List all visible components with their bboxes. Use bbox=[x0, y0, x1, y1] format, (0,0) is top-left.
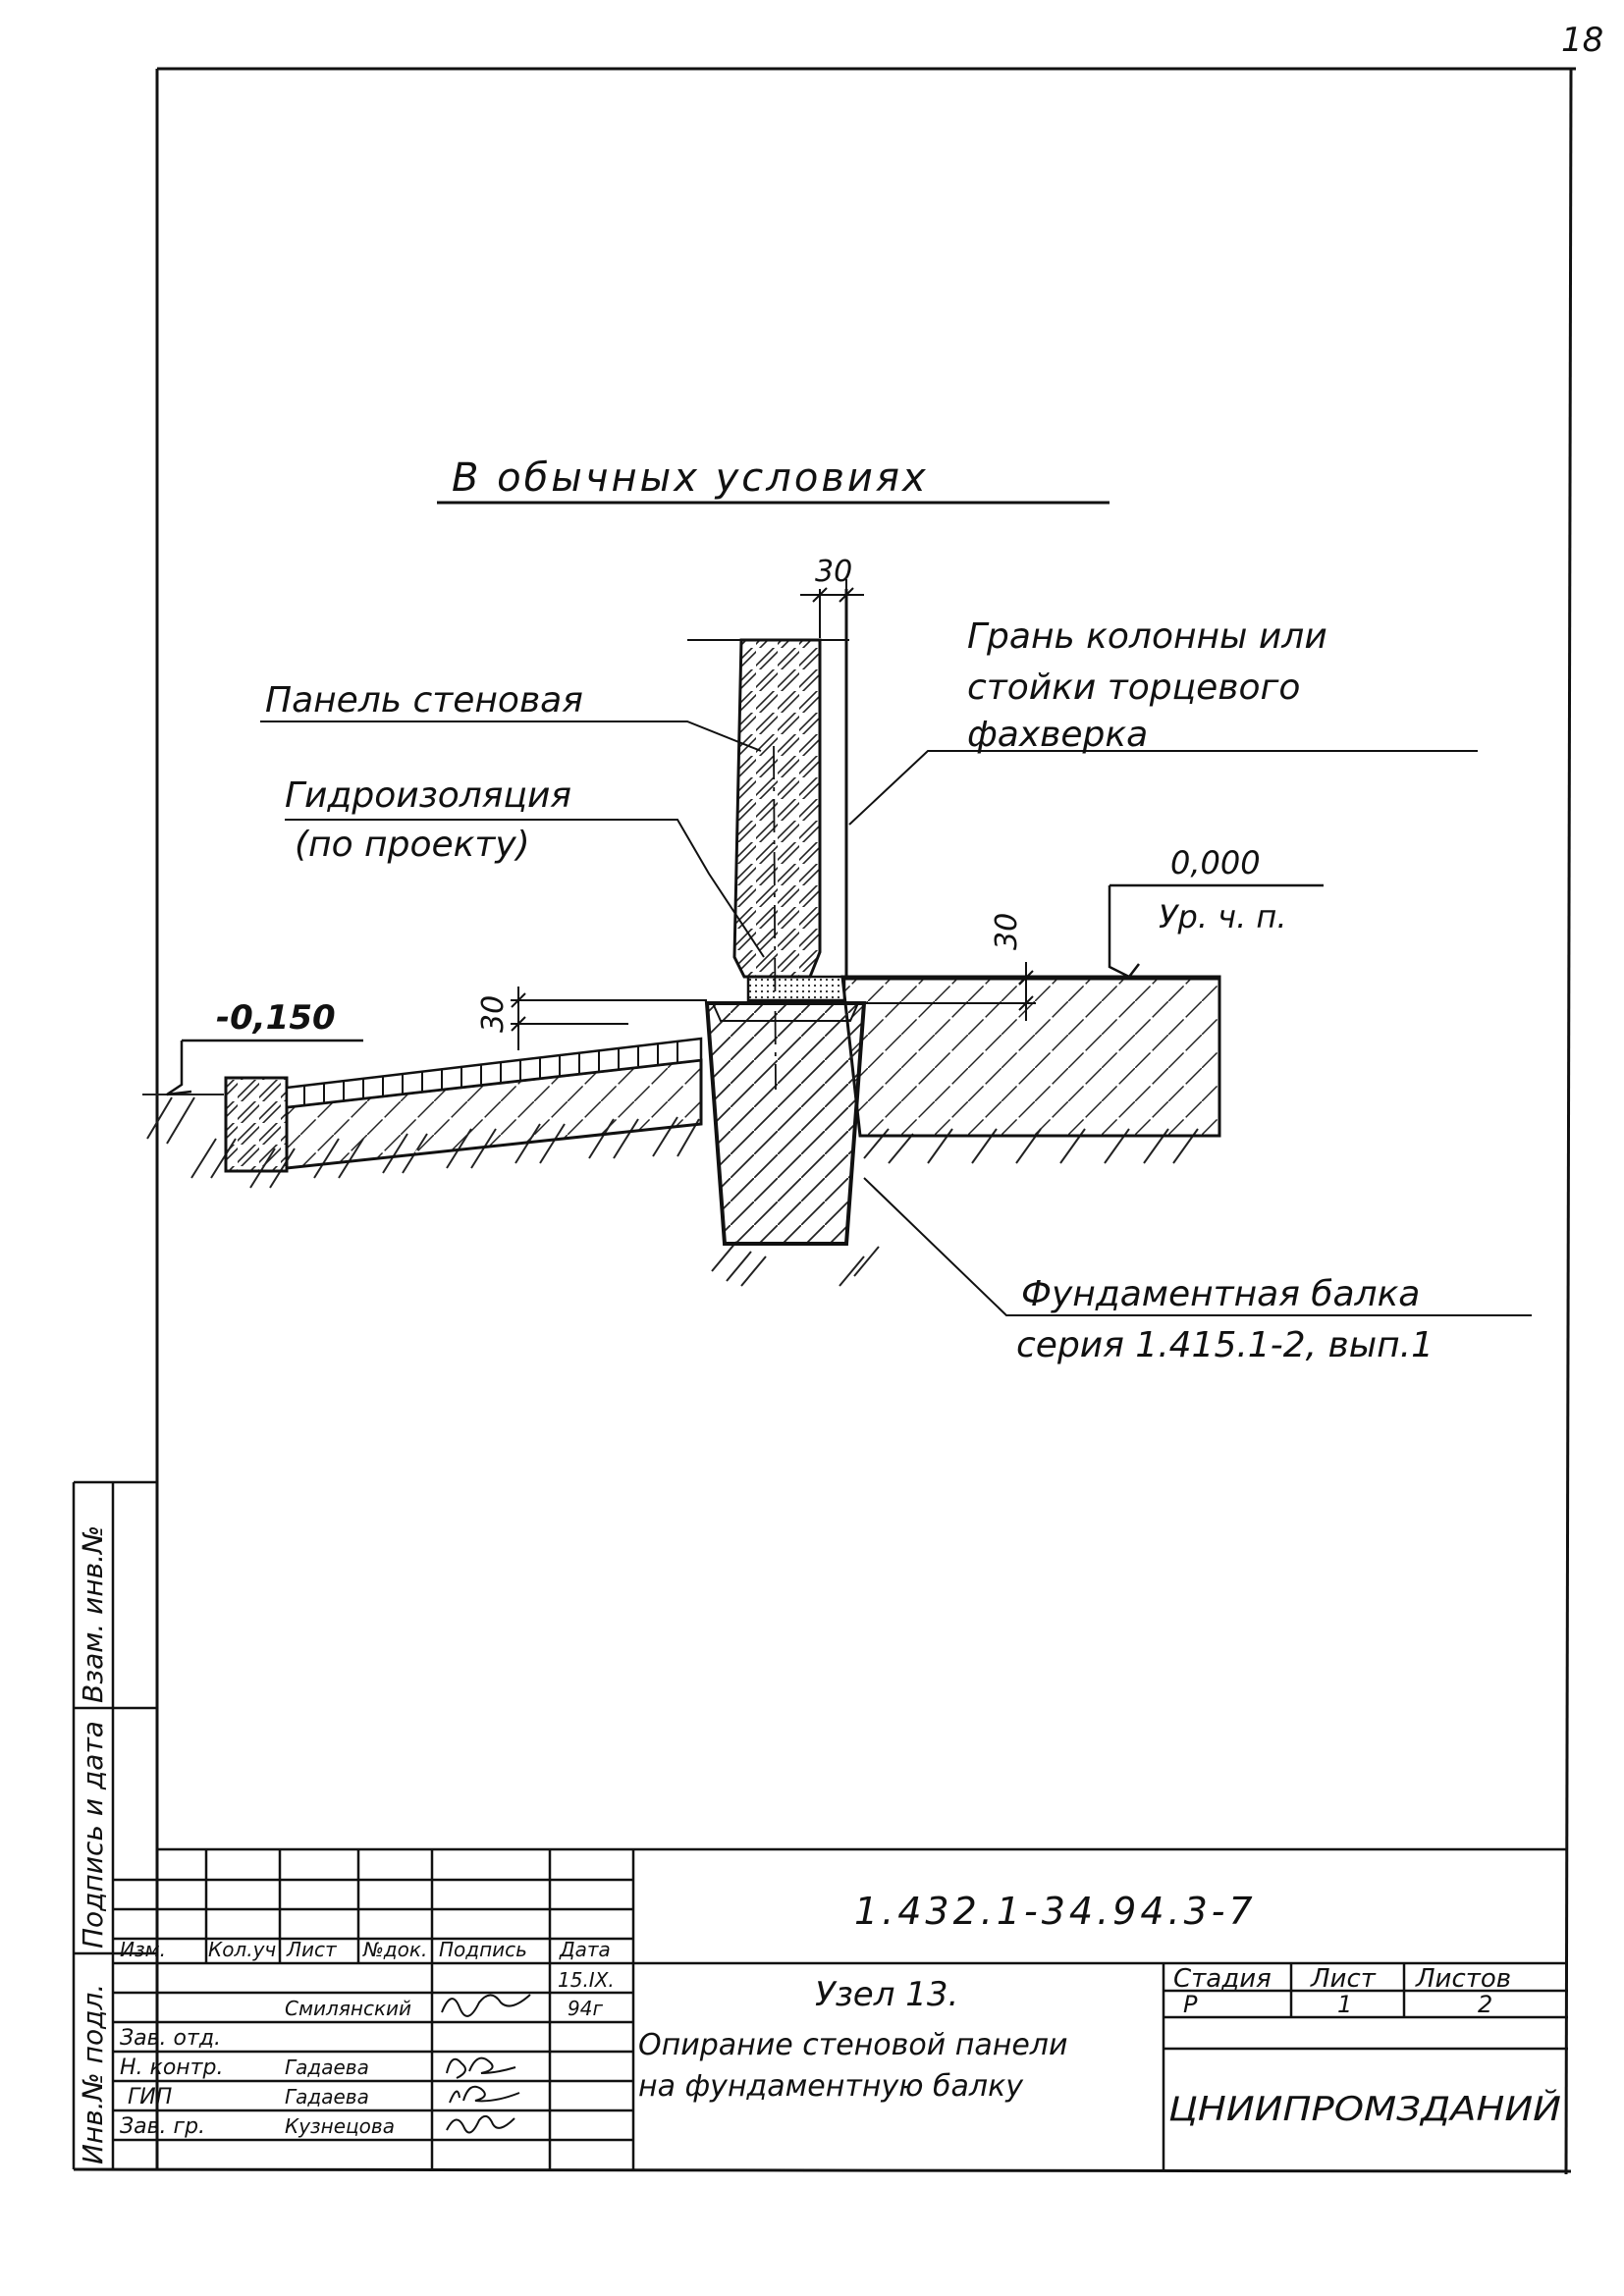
header-col-sheet: Лист bbox=[286, 1938, 338, 1961]
ground-hatching-beam bbox=[711, 1241, 880, 1287]
document-designation: 1.432.1-34.94.3-7 bbox=[854, 1890, 1257, 1933]
stage-value: Р bbox=[1183, 1991, 1198, 2018]
dimension-left bbox=[511, 987, 707, 1050]
sheets-label: Листов bbox=[1415, 1964, 1511, 1994]
level-floor-marker bbox=[1108, 885, 1140, 979]
staff-name-1: Смилянский bbox=[285, 1997, 411, 2020]
date-day: 15.IX. bbox=[558, 1968, 615, 1992]
callout-beam-2: серия 1.415.1-2, вып.1 bbox=[1016, 1325, 1434, 1365]
side-stamp bbox=[72, 1480, 157, 2169]
callout-column-1: Грань колонны или bbox=[967, 616, 1327, 657]
section-drawing: 30 30 30 0,000 Ур. ч. п. -0,150 bbox=[142, 555, 1532, 1365]
pavement-joints bbox=[303, 1042, 678, 1105]
staff-role-2: Н. контр. bbox=[120, 2056, 223, 2080]
side-stamp-replacement: Взам. инв.№ bbox=[77, 1525, 109, 1703]
foundation-beam bbox=[704, 1001, 867, 1246]
callout-beam-1: Фундаментная балка bbox=[1021, 1274, 1420, 1314]
dimension-left-label: 30 bbox=[476, 995, 511, 1033]
side-stamp-inventory: Инв.№ подл. bbox=[77, 1984, 109, 2164]
node-description-1: Опирание стеновой панели bbox=[638, 2028, 1067, 2062]
callout-column-2: стойки торцевого bbox=[967, 667, 1300, 708]
callout-waterproofing-1: Гидроизоляция bbox=[285, 775, 571, 816]
drawing-heading: В обычных условиях bbox=[452, 455, 929, 501]
signatures bbox=[441, 1994, 531, 2134]
blind-area-curb bbox=[224, 1076, 289, 1173]
sheet-label: Лист bbox=[1310, 1964, 1377, 1994]
sheets-value: 2 bbox=[1478, 1991, 1492, 2018]
sheet-number: 18 bbox=[1561, 21, 1603, 60]
header-col-date: Дата bbox=[559, 1938, 611, 1961]
panel-centerline bbox=[773, 745, 777, 1091]
organization-name: ЦНИИПРОМЗДАНИЙ bbox=[1168, 2089, 1561, 2129]
header-col-doc: №док. bbox=[362, 1938, 427, 1961]
side-stamp-signature: Подпись и дата bbox=[77, 1721, 109, 1949]
title-block-grid bbox=[113, 1847, 1568, 2169]
dimension-right bbox=[864, 962, 1036, 1021]
level-ground-value: -0,150 bbox=[216, 998, 336, 1038]
staff-role-3: ГИП bbox=[128, 2085, 172, 2109]
sheet-value: 1 bbox=[1337, 1991, 1352, 2018]
dimension-right-label: 30 bbox=[990, 913, 1024, 950]
dimension-top bbox=[800, 579, 864, 638]
callout-waterproofing-2: (по проекту) bbox=[295, 825, 530, 865]
node-description-2: на фундаментную балку bbox=[638, 2069, 1024, 2104]
floor-slab bbox=[840, 975, 1221, 1138]
level-floor-value: 0,000 bbox=[1170, 844, 1261, 881]
blind-area-pavement bbox=[285, 1037, 703, 1109]
staff-role-1: Зав. отд. bbox=[120, 2026, 221, 2051]
staff-role-4: Зав. гр. bbox=[120, 2114, 205, 2139]
callout-column-3: фахверка bbox=[967, 715, 1148, 755]
beam-chamfer bbox=[712, 1002, 859, 1022]
level-floor-label: Ур. ч. п. bbox=[1159, 898, 1287, 935]
callout-wall-panel: Панель стеновая bbox=[265, 680, 583, 721]
header-col-count: Кол.уч bbox=[208, 1938, 276, 1961]
stage-label: Стадия bbox=[1173, 1964, 1272, 1994]
staff-name-3: Гадаева bbox=[285, 2085, 369, 2109]
dimension-top-label: 30 bbox=[815, 555, 852, 589]
header-col-change: Изм. bbox=[120, 1938, 166, 1961]
staff-name-2: Гадаева bbox=[285, 2056, 369, 2079]
sheet-frame bbox=[73, 67, 1576, 2175]
level-ground-marker bbox=[166, 1041, 192, 1096]
staff-name-4: Кузнецова bbox=[285, 2114, 395, 2138]
leader-lines bbox=[260, 721, 1532, 1316]
date-year: 94г bbox=[568, 1997, 603, 2020]
node-title: Узел 13. bbox=[815, 1975, 958, 2014]
wall-panel bbox=[732, 638, 822, 979]
waterproofing-layer bbox=[746, 975, 846, 1002]
header-col-signature: Подпись bbox=[439, 1938, 527, 1961]
